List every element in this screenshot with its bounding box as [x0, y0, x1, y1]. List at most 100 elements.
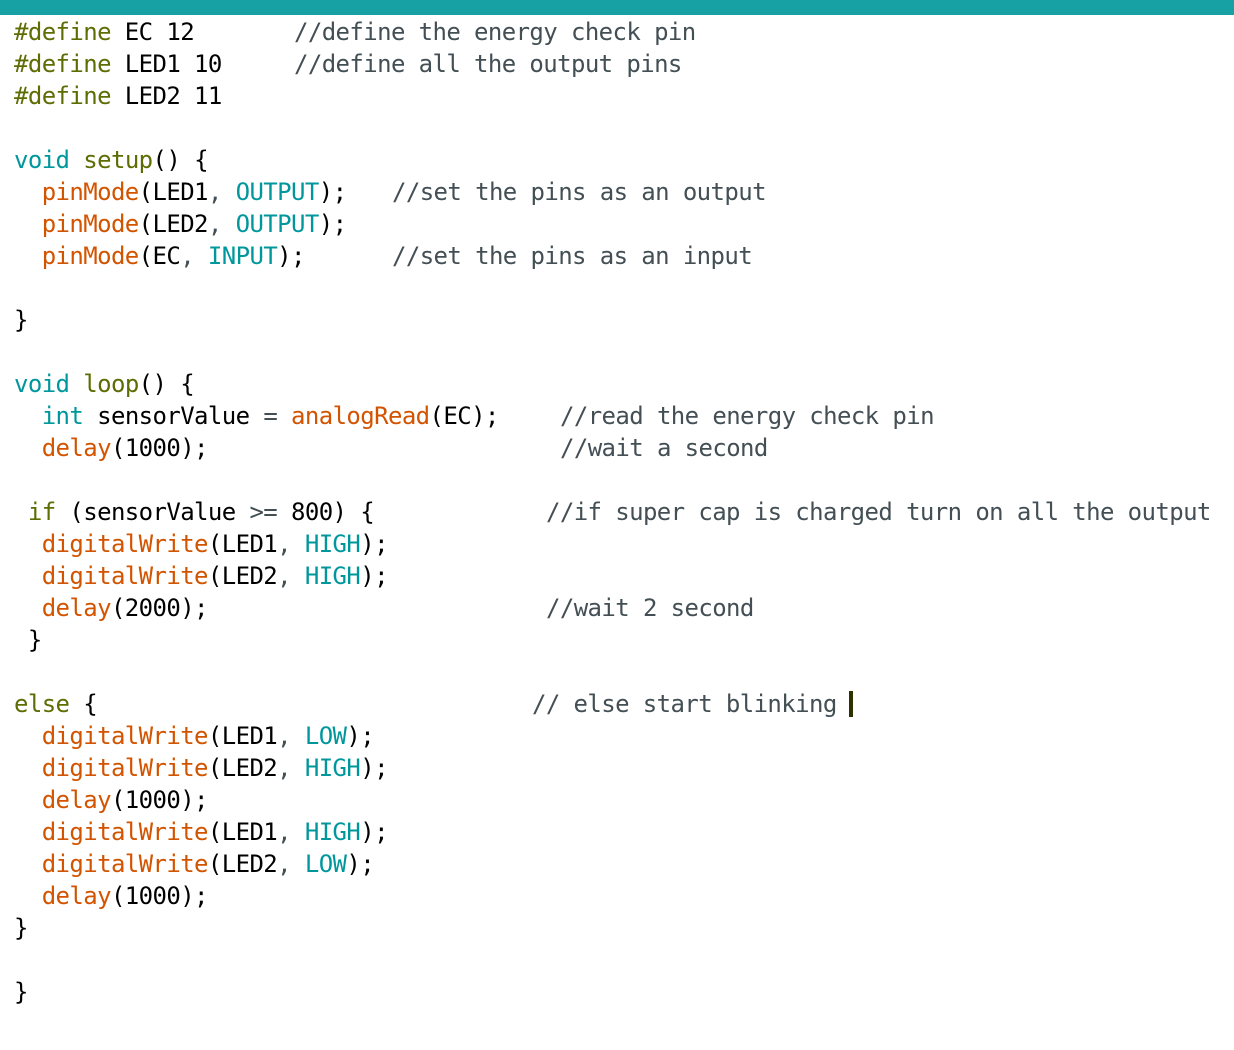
code-token: , — [277, 754, 305, 782]
code-line[interactable]: void loop() { — [14, 368, 1228, 400]
code-text: #define LED1 10 — [14, 50, 222, 78]
code-line[interactable]: delay(1000); — [14, 880, 1228, 912]
code-line[interactable]: digitalWrite(LED1, LOW); — [14, 720, 1228, 752]
code-token: (EC); — [429, 402, 500, 430]
code-token: } — [14, 978, 28, 1006]
code-line[interactable]: delay(1000);//wait a second — [14, 432, 1228, 464]
code-line[interactable]: } — [14, 976, 1228, 1008]
code-token — [69, 370, 83, 398]
code-token: delay — [41, 434, 112, 462]
code-token: () { — [152, 146, 209, 174]
code-token: ); — [346, 722, 375, 750]
code-line[interactable]: digitalWrite(LED1, HIGH); — [14, 816, 1228, 848]
code-line[interactable]: delay(2000);//wait 2 second — [14, 592, 1228, 624]
code-text: void loop() { — [14, 370, 195, 398]
code-line[interactable] — [14, 112, 1228, 144]
code-line[interactable]: #define LED1 10//define all the output p… — [14, 48, 1228, 80]
code-token — [14, 594, 42, 622]
code-token: ); — [360, 754, 388, 782]
code-text: delay(1000); — [14, 882, 209, 910]
code-line[interactable] — [14, 464, 1228, 496]
code-text: digitalWrite(LED1, HIGH); — [14, 530, 389, 558]
code-token: void — [14, 146, 70, 174]
code-token: (sensorValue — [55, 498, 250, 526]
code-token: digitalWrite — [41, 562, 209, 590]
code-line[interactable]: pinMode(EC, INPUT);//set the pins as an … — [14, 240, 1228, 272]
code-text: if (sensorValue >= 800) { — [14, 498, 375, 526]
code-line[interactable] — [14, 944, 1228, 976]
code-token: (EC — [138, 242, 181, 270]
code-token: (LED1 — [207, 530, 278, 558]
code-line[interactable]: pinMode(LED2, OUTPUT); — [14, 208, 1228, 240]
code-text: } — [14, 306, 28, 334]
code-token — [14, 786, 42, 814]
code-token: ); — [318, 178, 347, 206]
code-text: digitalWrite(LED2, LOW); — [14, 850, 375, 878]
code-token: else — [14, 690, 70, 718]
code-token: (LED2 — [138, 210, 209, 238]
code-token: , — [277, 530, 305, 558]
code-token — [14, 530, 42, 558]
code-token: (LED1 — [207, 722, 278, 750]
code-line[interactable]: void setup() { — [14, 144, 1228, 176]
code-token — [14, 850, 42, 878]
code-token: pinMode — [41, 210, 140, 238]
code-line[interactable]: if (sensorValue >= 800) { //if super cap … — [14, 496, 1228, 528]
code-token: } — [14, 306, 28, 334]
code-token: (2000); — [110, 594, 209, 622]
code-text: int sensorValue = analogRead(EC); — [14, 402, 500, 430]
code-token — [69, 146, 83, 174]
code-text: pinMode(EC, INPUT); — [14, 242, 306, 270]
code-token — [14, 722, 42, 750]
code-token: , — [277, 818, 305, 846]
code-line[interactable]: else {// else start blinking — [14, 688, 1228, 720]
code-text: digitalWrite(LED1, HIGH); — [14, 818, 389, 846]
code-token: (1000); — [110, 786, 209, 814]
code-text: pinMode(LED1, OUTPUT); — [14, 178, 347, 206]
code-token: LED1 10 — [110, 50, 223, 78]
code-comment: //if super cap is charged turn on all th… — [546, 498, 1211, 526]
code-line[interactable]: pinMode(LED1, OUTPUT);//set the pins as … — [14, 176, 1228, 208]
code-line[interactable]: int sensorValue = analogRead(EC); //read … — [14, 400, 1228, 432]
code-line[interactable]: } — [14, 624, 1228, 656]
code-token — [277, 402, 291, 430]
code-text: void setup() { — [14, 146, 209, 174]
code-line[interactable]: digitalWrite(LED1, HIGH); — [14, 528, 1228, 560]
code-token: , — [277, 722, 305, 750]
code-line[interactable] — [14, 336, 1228, 368]
code-text: delay(2000); — [14, 594, 209, 622]
code-token: , — [180, 242, 208, 270]
code-token: delay — [41, 786, 112, 814]
code-token: delay — [41, 594, 112, 622]
code-comment: //read the energy check pin — [560, 402, 935, 430]
code-token: analogRead — [291, 402, 430, 430]
code-text: #define LED2 11 — [14, 82, 222, 110]
code-line[interactable]: #define LED2 11 — [14, 80, 1228, 112]
code-token: >= — [249, 498, 278, 526]
code-token: digitalWrite — [41, 754, 209, 782]
code-line[interactable]: digitalWrite(LED2, HIGH); — [14, 752, 1228, 784]
code-line[interactable]: } — [14, 912, 1228, 944]
code-token: digitalWrite — [41, 722, 209, 750]
code-token — [14, 754, 42, 782]
code-token: #define — [14, 18, 112, 46]
code-line[interactable]: digitalWrite(LED2, LOW); — [14, 848, 1228, 880]
code-line[interactable] — [14, 656, 1228, 688]
code-token: (LED2 — [207, 754, 278, 782]
code-token: sensorValue — [83, 402, 264, 430]
code-token: (LED1 — [207, 818, 278, 846]
code-token — [14, 434, 42, 462]
code-token — [14, 882, 42, 910]
text-cursor — [849, 691, 853, 717]
code-token: (LED2 — [207, 562, 278, 590]
code-line[interactable]: } — [14, 304, 1228, 336]
code-line[interactable] — [14, 272, 1228, 304]
code-editor[interactable]: #define EC 12//define the energy check p… — [14, 16, 1228, 1008]
code-line[interactable]: #define EC 12//define the energy check p… — [14, 16, 1228, 48]
code-text: delay(1000); — [14, 786, 209, 814]
code-line[interactable]: digitalWrite(LED2, HIGH); — [14, 560, 1228, 592]
code-token: INPUT — [207, 242, 278, 270]
code-token: (1000); — [110, 882, 209, 910]
code-token — [14, 402, 42, 430]
code-line[interactable]: delay(1000); — [14, 784, 1228, 816]
